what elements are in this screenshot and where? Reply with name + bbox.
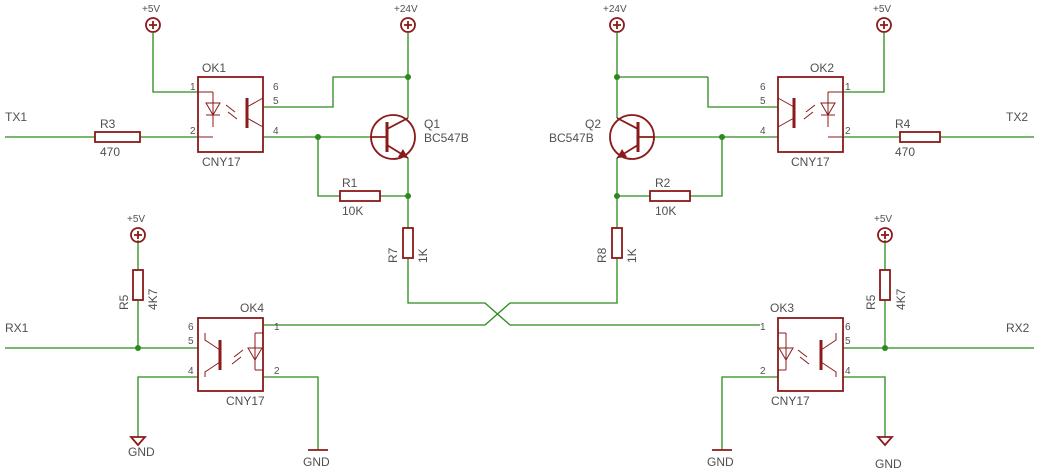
svg-text:5: 5 <box>760 96 766 107</box>
svg-text:+5V: +5V <box>127 214 145 225</box>
svg-text:4K7: 4K7 <box>894 288 908 310</box>
optocoupler-ok1: 1 2 6 5 4 OK1 CNY17 <box>190 61 279 169</box>
svg-text:1K: 1K <box>625 248 639 263</box>
optocoupler-ok2: 1 2 6 5 4 OK2 CNY17 <box>760 61 851 169</box>
svg-text:BC547B: BC547B <box>424 131 469 145</box>
resistor-r5-left: R5 4K7 <box>117 269 160 310</box>
svg-text:5: 5 <box>188 336 194 347</box>
svg-text:BC547B: BC547B <box>549 131 594 145</box>
svg-text:470: 470 <box>895 145 915 159</box>
gnd-ok4-left: GND <box>128 436 155 459</box>
junctions <box>135 74 888 351</box>
svg-text:R2: R2 <box>655 176 671 190</box>
rx2-label: RX2 <box>1006 321 1030 335</box>
svg-text:OK2: OK2 <box>810 61 834 75</box>
gnd-ok4-right: GND <box>303 449 330 469</box>
svg-text:5: 5 <box>845 336 851 347</box>
svg-text:OK4: OK4 <box>240 301 264 315</box>
svg-text:6: 6 <box>845 322 851 333</box>
supply-24v-q1: +24V <box>394 4 418 33</box>
svg-text:Q1: Q1 <box>424 117 440 131</box>
svg-text:6: 6 <box>760 82 766 93</box>
resistor-r1: R1 10K <box>339 176 381 218</box>
wires <box>5 33 1034 450</box>
resistor-r8: R8 1K <box>595 227 639 263</box>
svg-text:+5V: +5V <box>142 4 160 15</box>
supply-5v-ok1: +5V <box>142 4 161 33</box>
svg-text:1: 1 <box>760 322 766 333</box>
svg-text:+5V: +5V <box>873 4 891 15</box>
svg-text:GND: GND <box>875 457 902 471</box>
resistor-r4: R4 470 <box>895 117 941 159</box>
svg-text:10K: 10K <box>655 204 676 218</box>
rx1-label: RX1 <box>5 321 29 335</box>
svg-text:2: 2 <box>274 366 280 377</box>
resistor-r2: R2 10K <box>649 176 691 218</box>
svg-text:1K: 1K <box>416 248 430 263</box>
svg-text:OK3: OK3 <box>770 301 794 315</box>
svg-text:R4: R4 <box>895 117 911 131</box>
svg-text:R5: R5 <box>117 294 131 310</box>
transistor-q2: Q2 BC547B <box>549 114 655 160</box>
svg-text:4: 4 <box>845 366 851 377</box>
svg-text:4: 4 <box>188 366 194 377</box>
svg-text:+24V: +24V <box>603 4 627 15</box>
svg-text:10K: 10K <box>342 204 363 218</box>
svg-text:R7: R7 <box>386 247 400 263</box>
svg-text:1: 1 <box>190 82 196 93</box>
tx1-label: TX1 <box>5 110 27 124</box>
svg-text:4K7: 4K7 <box>146 288 160 310</box>
supply-5v-r5-left: +5V <box>127 214 146 243</box>
svg-text:GND: GND <box>707 455 734 469</box>
optocoupler-ok3: 1 2 6 5 4 OK3 CNY17 <box>760 301 851 408</box>
svg-text:2: 2 <box>760 366 766 377</box>
svg-text:6: 6 <box>273 82 279 93</box>
svg-text:R8: R8 <box>595 247 609 263</box>
transistor-q1: Q1 BC547B <box>370 114 469 160</box>
supply-24v-q2: +24V <box>603 4 627 33</box>
resistor-r3: R3 470 <box>94 117 141 159</box>
gnd-ok3-right: GND <box>875 436 902 471</box>
svg-text:GND: GND <box>128 445 155 459</box>
svg-text:4: 4 <box>760 126 766 137</box>
svg-text:5: 5 <box>273 96 279 107</box>
svg-text:2: 2 <box>190 126 196 137</box>
resistor-r7: R7 1K <box>386 227 430 263</box>
svg-text:+24V: +24V <box>394 4 418 15</box>
optocoupler-ok4: 6 5 4 1 2 OK4 CNY17 <box>188 301 280 408</box>
svg-text:CNY17: CNY17 <box>202 155 241 169</box>
supply-5v-r5-right: +5V <box>874 214 893 243</box>
svg-text:4: 4 <box>273 126 279 137</box>
svg-text:470: 470 <box>100 145 120 159</box>
tx2-label: TX2 <box>1006 110 1028 124</box>
svg-text:OK1: OK1 <box>202 61 226 75</box>
svg-text:1: 1 <box>274 322 280 333</box>
svg-text:1: 1 <box>845 82 851 93</box>
svg-text:2: 2 <box>845 126 851 137</box>
svg-text:R3: R3 <box>100 117 116 131</box>
svg-text:6: 6 <box>188 322 194 333</box>
svg-text:CNY17: CNY17 <box>771 394 810 408</box>
svg-text:+5V: +5V <box>874 214 892 225</box>
svg-text:GND: GND <box>303 455 330 469</box>
supply-5v-ok2: +5V <box>873 4 892 33</box>
svg-text:CNY17: CNY17 <box>226 394 265 408</box>
svg-text:R5: R5 <box>864 294 878 310</box>
svg-text:Q2: Q2 <box>585 117 601 131</box>
gnd-ok3-left: GND <box>707 449 734 469</box>
resistor-r5-right: R5 4K7 <box>864 269 908 310</box>
svg-text:R1: R1 <box>342 176 358 190</box>
svg-text:CNY17: CNY17 <box>791 155 830 169</box>
